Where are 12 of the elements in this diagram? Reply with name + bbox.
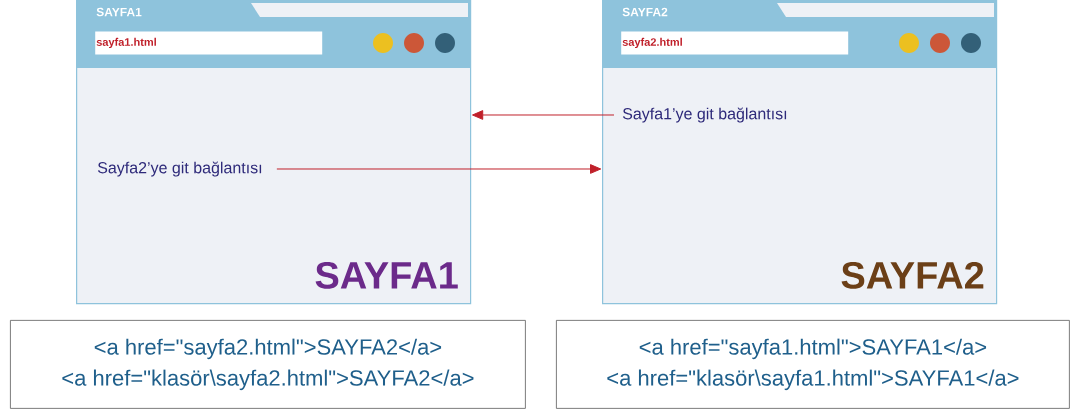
link-text: Sayfa1’ye git bağlantısı xyxy=(622,107,787,123)
tab-title: SAYFA2 xyxy=(622,7,668,17)
code-box: <a href="sayfa2.html">SAYFA2</a> <a href="klasör\sayfa2.html">SAYFA2</a> xyxy=(10,320,526,409)
tab-title: SAYFA1 xyxy=(96,7,142,17)
code-box: <a href="sayfa1.html">SAYFA1</a> <a href="klasör\sayfa1.html">SAYFA1</a> xyxy=(556,320,1070,409)
page-title: SAYFA2 xyxy=(841,261,984,289)
address-bar: sayfa1.html xyxy=(95,31,323,55)
page-title: SAYFA1 xyxy=(315,261,458,289)
arrow xyxy=(472,110,615,120)
arrow xyxy=(276,164,602,174)
address-bar: sayfa2.html xyxy=(621,31,849,55)
link-text: Sayfa2’ye git bağlantısı xyxy=(97,161,262,177)
